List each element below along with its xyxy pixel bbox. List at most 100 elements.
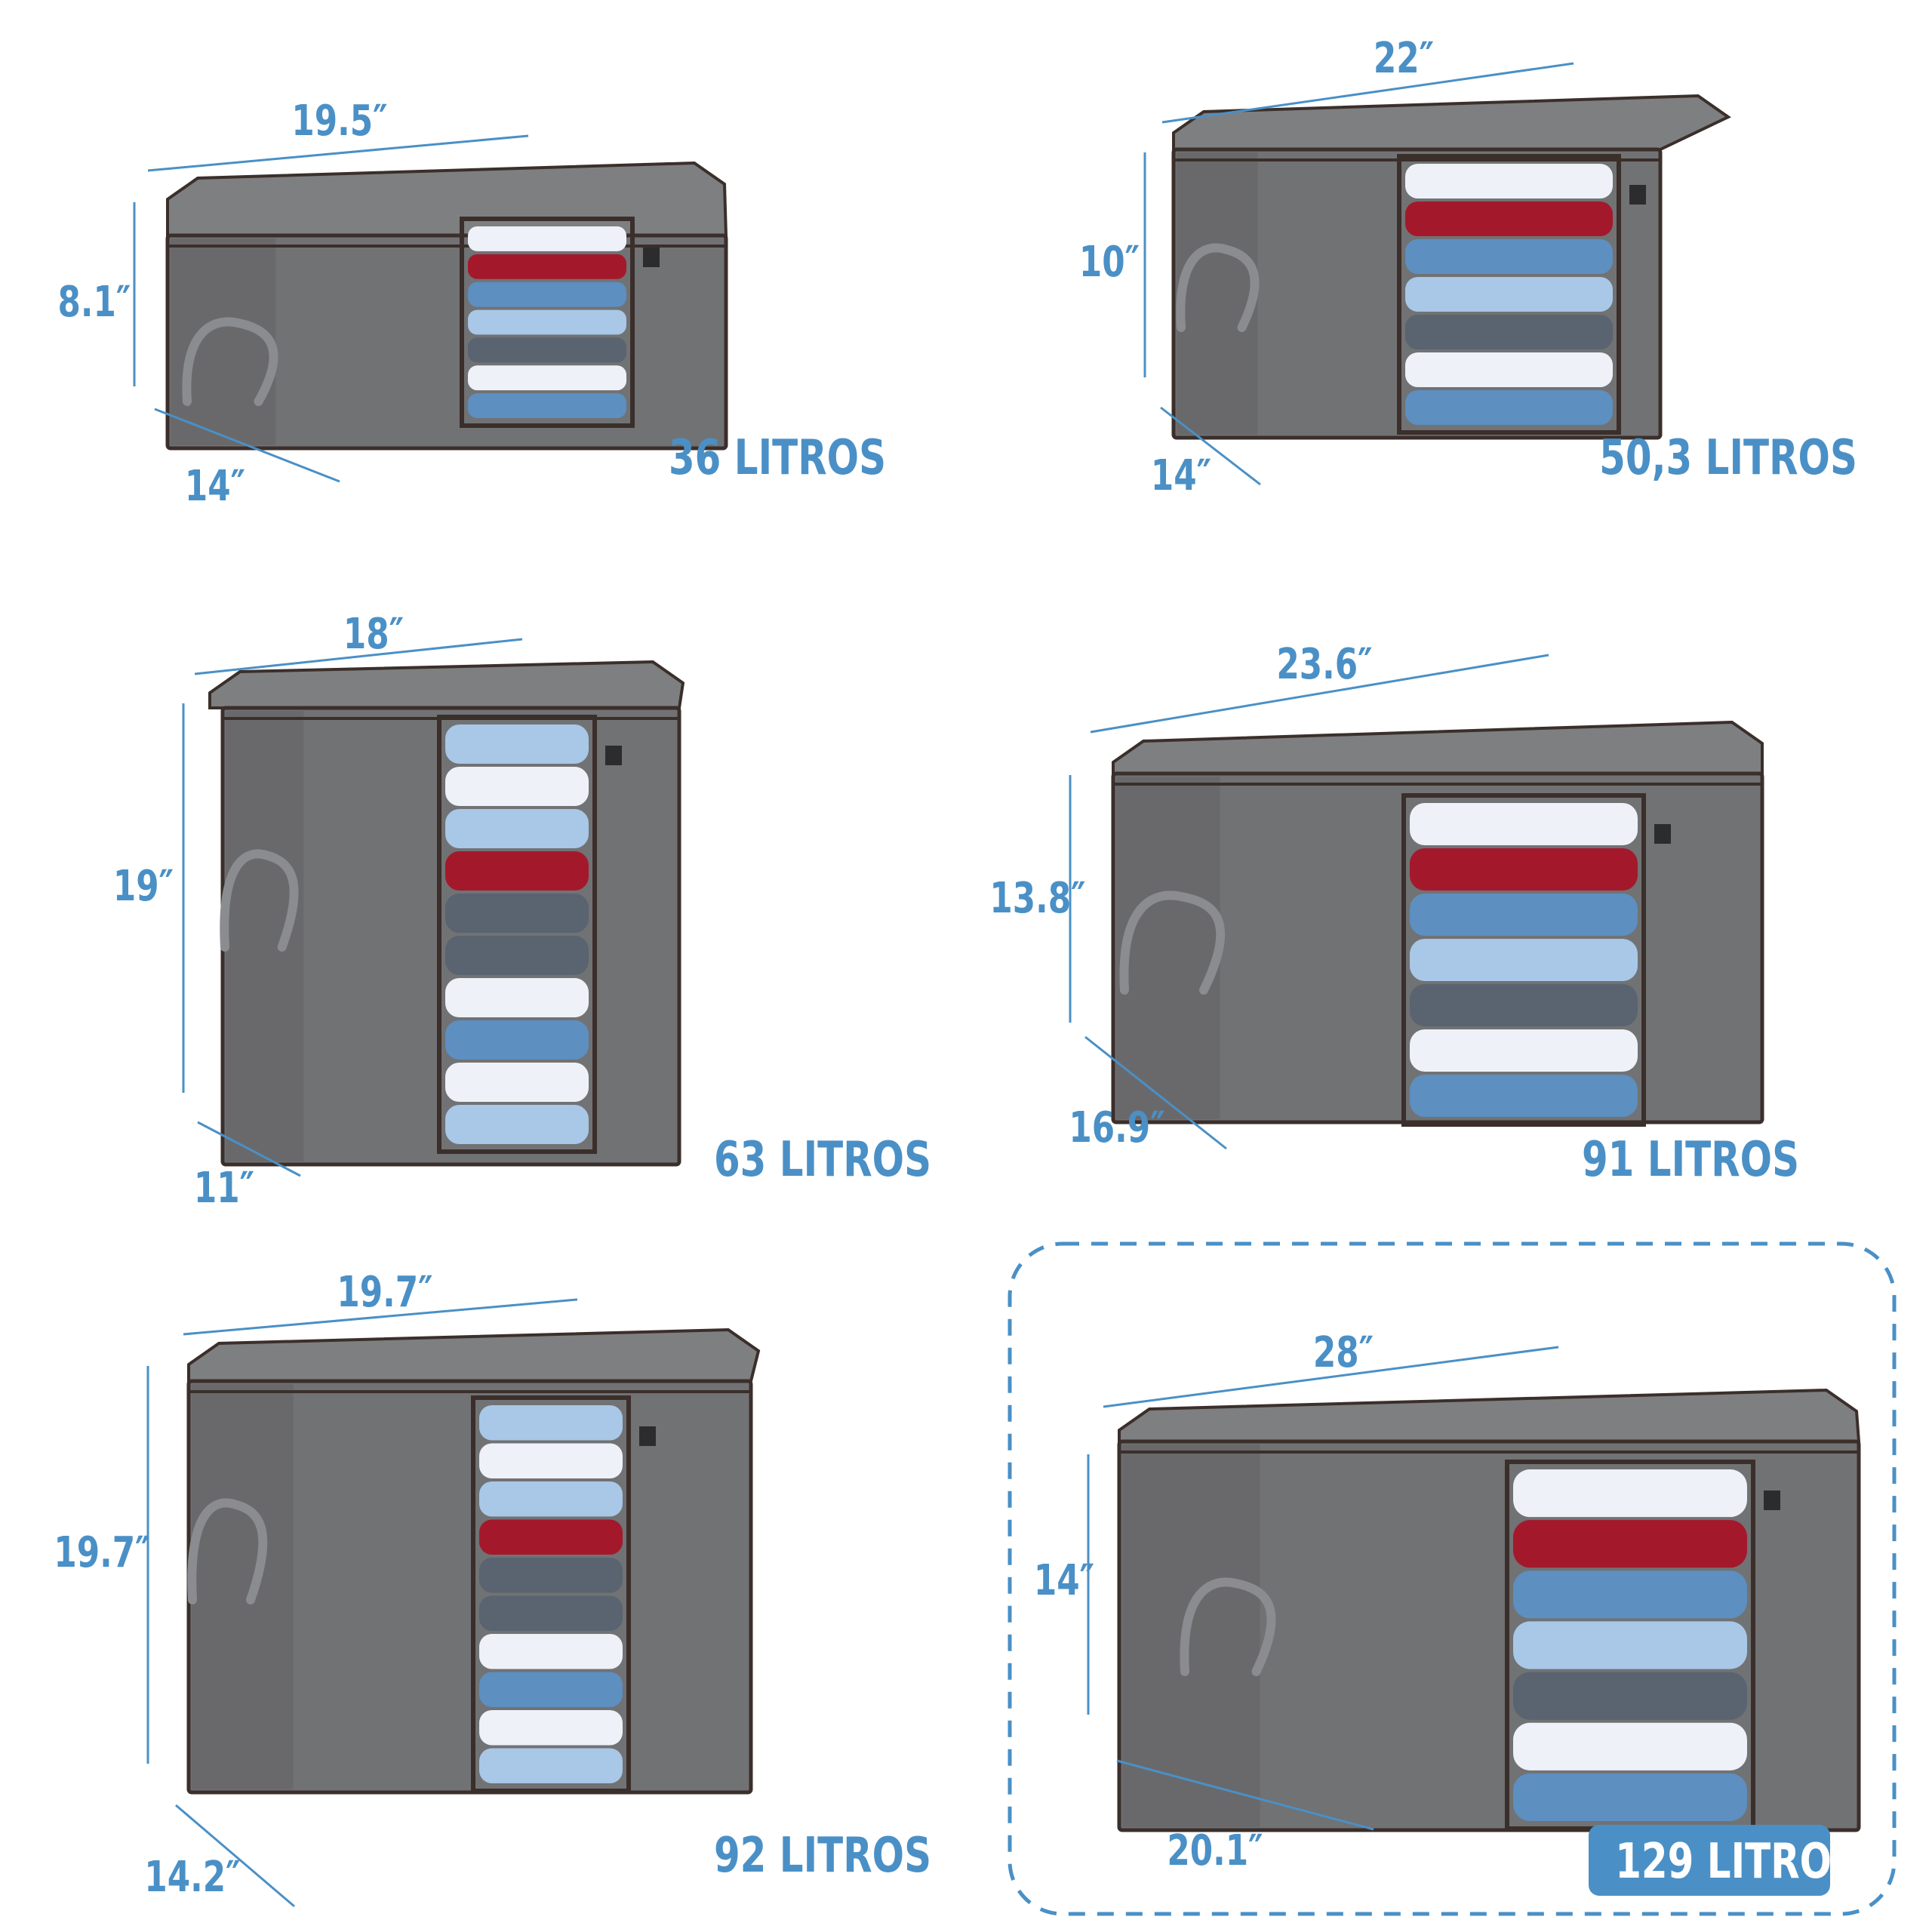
bag-1-dimension-line-depth xyxy=(154,408,340,483)
bag-2-volume-label: 50,3 LITROS xyxy=(1599,430,1857,486)
bag-3-towel xyxy=(445,809,589,848)
bag-1-towel xyxy=(468,226,626,251)
bag-5-lid xyxy=(187,1327,761,1383)
bag-2-dimension-line-width xyxy=(1161,62,1574,124)
bag-1-depth-label: 14″ xyxy=(184,462,246,511)
bag-4-height-label: 13.8″ xyxy=(989,874,1086,923)
bag-3-towel xyxy=(445,1020,589,1060)
bag-5-logo-tag xyxy=(639,1426,656,1446)
bag-1-towel xyxy=(468,281,626,307)
bag-4-width-label: 23.6″ xyxy=(1276,640,1373,689)
bag-6-volume-label: 129 LITROS xyxy=(1615,1834,1860,1890)
bag-5-depth-label: 14.2″ xyxy=(144,1853,241,1902)
bag-1-height-label: 8.1″ xyxy=(57,278,131,327)
bag-2-towel xyxy=(1405,239,1613,274)
bag-3-towel xyxy=(445,978,589,1017)
bag-6-handle xyxy=(1180,1577,1276,1676)
bag-3-volume-label: 63 LITROS xyxy=(713,1132,932,1188)
bag-3-side-shade xyxy=(226,711,304,1161)
bag-2-towel xyxy=(1405,164,1613,198)
bag-3-towel xyxy=(445,851,589,891)
highlight-frame xyxy=(1008,1241,1897,1916)
bag-4-towel xyxy=(1410,803,1638,845)
bag-4-towel xyxy=(1410,894,1638,936)
bag-2-towel xyxy=(1405,277,1613,312)
bag-3-towel xyxy=(445,767,589,806)
bag-3-dimension-line-width xyxy=(194,638,523,675)
bag-2-window-frame xyxy=(1397,154,1621,435)
bag-4-towel xyxy=(1410,1075,1638,1117)
bag-1-logo-tag xyxy=(643,248,660,267)
bag-1-volume-label: 36 LITROS xyxy=(668,430,887,486)
bag-2-handle xyxy=(1176,243,1260,332)
bag-3-logo-tag xyxy=(605,746,622,765)
bag-3-lid xyxy=(208,660,685,709)
bag-2-lid xyxy=(1172,94,1731,151)
bag-5-width-label: 19.7″ xyxy=(337,1268,433,1317)
bag-6-towel xyxy=(1513,1520,1747,1568)
bag-4-volume-label: 91 LITROS xyxy=(1581,1132,1800,1188)
bag-6-towel xyxy=(1513,1621,1747,1669)
bag-4-towel xyxy=(1410,984,1638,1026)
bag-1-width-label: 19.5″ xyxy=(291,97,388,146)
bag-6-dimension-line-width xyxy=(1103,1346,1559,1408)
bag-3-towel xyxy=(445,1063,589,1102)
bag-2-side-shade xyxy=(1177,152,1258,435)
bag-3-handle xyxy=(220,849,299,952)
bag-6-towel xyxy=(1513,1722,1747,1770)
bag-3-dimension-line-depth xyxy=(197,1121,301,1177)
bag-5-height-label: 19.7″ xyxy=(54,1528,150,1577)
bag-6-lid xyxy=(1118,1388,1861,1443)
bag-5-dimension-line-width xyxy=(183,1298,578,1336)
bag-4-towel xyxy=(1410,1029,1638,1072)
bag-2-logo-tag xyxy=(1629,185,1646,205)
bag-1-window-frame xyxy=(460,217,635,428)
bag-2-towel xyxy=(1405,390,1613,425)
bag-1-towel xyxy=(468,309,626,335)
bag-5-side-shade xyxy=(192,1384,294,1789)
bag-5-towel xyxy=(479,1519,623,1555)
bag-2-height-label: 10″ xyxy=(1078,238,1140,287)
bag-3-towel xyxy=(445,724,589,764)
bag-6-towel xyxy=(1513,1469,1747,1518)
bag-3-towel xyxy=(445,894,589,933)
bag-6-towel xyxy=(1513,1773,1747,1821)
bag-2-depth-label: 14″ xyxy=(1150,451,1212,500)
bag-2-towel xyxy=(1405,352,1613,387)
bag-4-handle xyxy=(1119,891,1226,995)
bag-2-width-label: 22″ xyxy=(1373,34,1435,83)
bag-6-width-label: 28″ xyxy=(1312,1328,1374,1377)
bag-4-logo-tag xyxy=(1654,824,1671,844)
bag-2-dimension-line-depth xyxy=(1160,406,1261,486)
bag-1-side-shade xyxy=(171,238,276,445)
bag-5-dimension-line-depth xyxy=(175,1804,295,1908)
bag-2-towel xyxy=(1405,315,1613,349)
bag-5-towel xyxy=(479,1748,623,1783)
bag-6-side-shade xyxy=(1122,1444,1260,1827)
bag-5-towel xyxy=(479,1558,623,1593)
bag-5-handle xyxy=(187,1498,268,1604)
bag-1-towel xyxy=(468,254,626,279)
bag-3-towel xyxy=(445,1105,589,1144)
bag-4-lid xyxy=(1112,720,1764,775)
bag-1-towel xyxy=(468,337,626,363)
bag-6-towel xyxy=(1513,1672,1747,1720)
bag-1-dimension-line-width xyxy=(147,134,529,172)
bag-1-towel xyxy=(468,365,626,391)
bag-4-depth-label: 16.9″ xyxy=(1069,1103,1165,1152)
bag-5-towel xyxy=(479,1481,623,1517)
bag-4-window-frame xyxy=(1401,793,1646,1127)
bag-6-dimension-line-depth xyxy=(1116,1759,1374,1831)
bag-6-towel xyxy=(1513,1571,1747,1619)
bag-6-height-label: 14″ xyxy=(1033,1556,1095,1605)
bag-5-towel xyxy=(479,1405,623,1441)
bag-3-width-label: 18″ xyxy=(343,610,405,659)
bag-3-towel xyxy=(445,936,589,975)
bag-6-logo-tag xyxy=(1764,1491,1780,1510)
bag-4-dimension-line-depth xyxy=(1084,1035,1227,1150)
bag-5-towel xyxy=(479,1634,623,1669)
bag-5-volume-label: 92 LITROS xyxy=(713,1828,932,1884)
bag-6-volume-badge: 129 LITROS xyxy=(1589,1825,1860,1896)
